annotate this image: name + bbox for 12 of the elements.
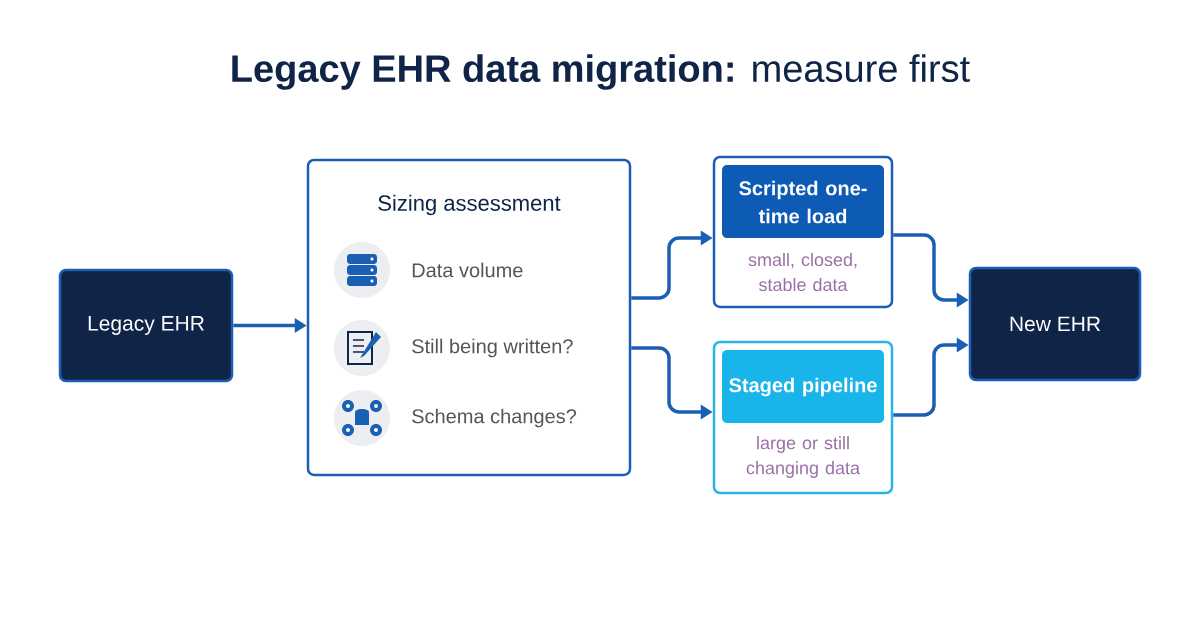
system-box: New EHR	[968, 266, 1142, 382]
option-header: Staged pipeline	[722, 350, 884, 423]
system-box: Legacy EHR	[58, 268, 234, 383]
criterion-text: Still being written?	[412, 338, 573, 358]
criterion-text: Data volume	[412, 262, 523, 278]
panel-box	[306, 158, 632, 477]
criterion-text: Schema changes?	[412, 408, 577, 428]
title: Legacy EHR data migration: measure first	[232, 54, 970, 90]
option-note: small, closed, stable data	[748, 252, 857, 292]
panel-heading: Sizing assessment	[378, 194, 561, 216]
option-note: large or still changing data	[746, 436, 860, 478]
option-header: Scripted one-time load	[722, 165, 884, 238]
